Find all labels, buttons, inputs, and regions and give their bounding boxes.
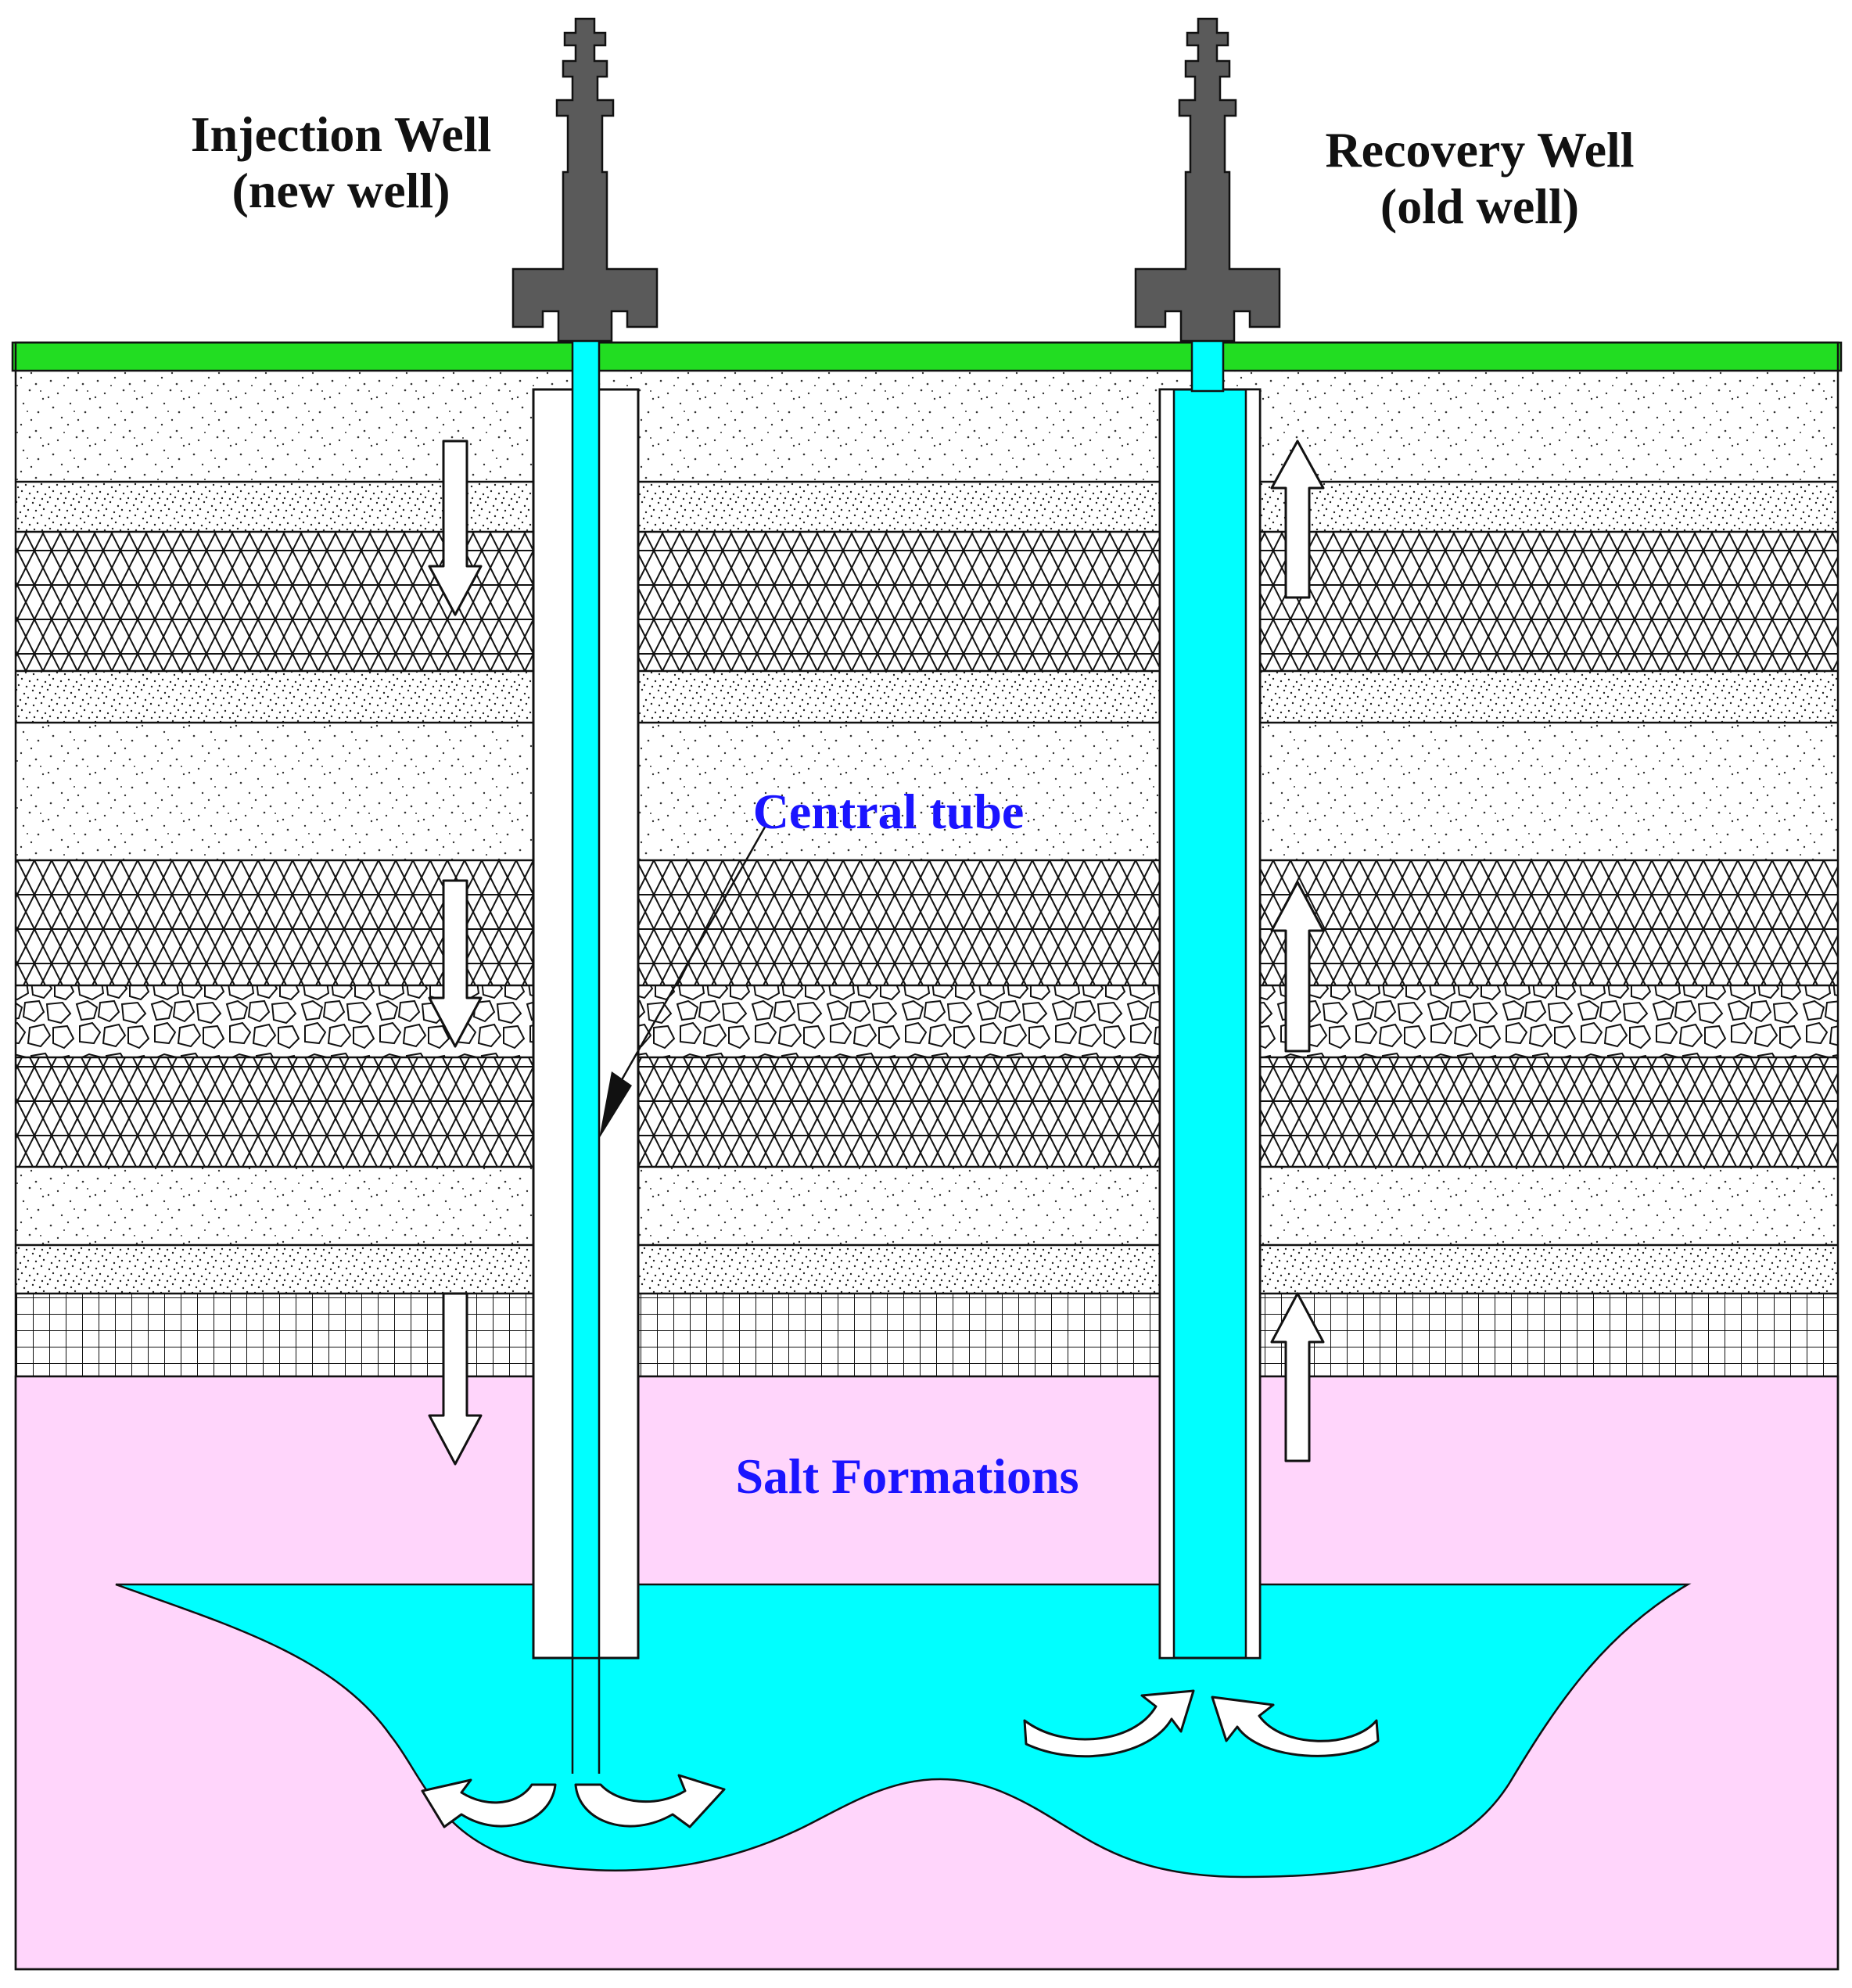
curved-arrow-icon: [421, 1778, 557, 1828]
stratum-dense-sand-2: [16, 671, 1838, 723]
injection-well-central-tube: [571, 330, 601, 1660]
stratum-dense-sand-3: [16, 1245, 1838, 1294]
down-arrow-icon: [428, 1292, 483, 1466]
recovery-well-casing: [1158, 388, 1262, 1660]
salt-formations-label: Salt Formations: [735, 1448, 1079, 1504]
recovery-well-title: Recovery Well: [1325, 122, 1635, 178]
stratum-grid: [16, 1294, 1838, 1376]
stratum-sand-3: [16, 1167, 1838, 1245]
central-tube-label: Central tube: [752, 784, 1025, 839]
diagram-border: [14, 341, 1839, 1971]
ground-surface: [11, 341, 1843, 372]
injection-well-subtitle: (new well): [232, 163, 450, 219]
stratum-dense-sand-1: [16, 482, 1838, 532]
central-tube-pointer: [599, 1071, 632, 1139]
recovery-well-label: Recovery Well (old well): [1273, 122, 1686, 235]
injection-well-label: Injection Well (new well): [141, 106, 541, 220]
down-arrow-icon: [428, 440, 483, 616]
recovery-well-casing-right-wall: [1244, 388, 1262, 1660]
injection-well-title: Injection Well: [190, 106, 492, 162]
stratum-triangle-3: [16, 1057, 1838, 1167]
stratum-gravel: [16, 985, 1838, 1057]
up-arrow-icon: [1270, 440, 1325, 599]
curved-arrow-icon: [574, 1774, 726, 1828]
stratum-sand-1: [16, 371, 1838, 482]
stratum-triangle-2: [16, 860, 1838, 985]
curved-arrow-icon: [1211, 1696, 1380, 1757]
stratum-triangle-1: [16, 532, 1838, 671]
derrick-icon: [1134, 17, 1281, 343]
up-arrow-icon: [1270, 1292, 1325, 1462]
up-arrow-icon: [1270, 881, 1325, 1053]
central-tube-leader-line: [618, 824, 768, 1085]
curved-arrow-icon: [1023, 1689, 1195, 1758]
recovery-well-casing-left-wall: [1158, 388, 1175, 1660]
down-arrow-icon: [428, 879, 483, 1048]
derrick-icon: [511, 17, 659, 343]
stratum-sand-2: [16, 723, 1838, 860]
recovery-well-subtitle: (old well): [1380, 178, 1580, 235]
